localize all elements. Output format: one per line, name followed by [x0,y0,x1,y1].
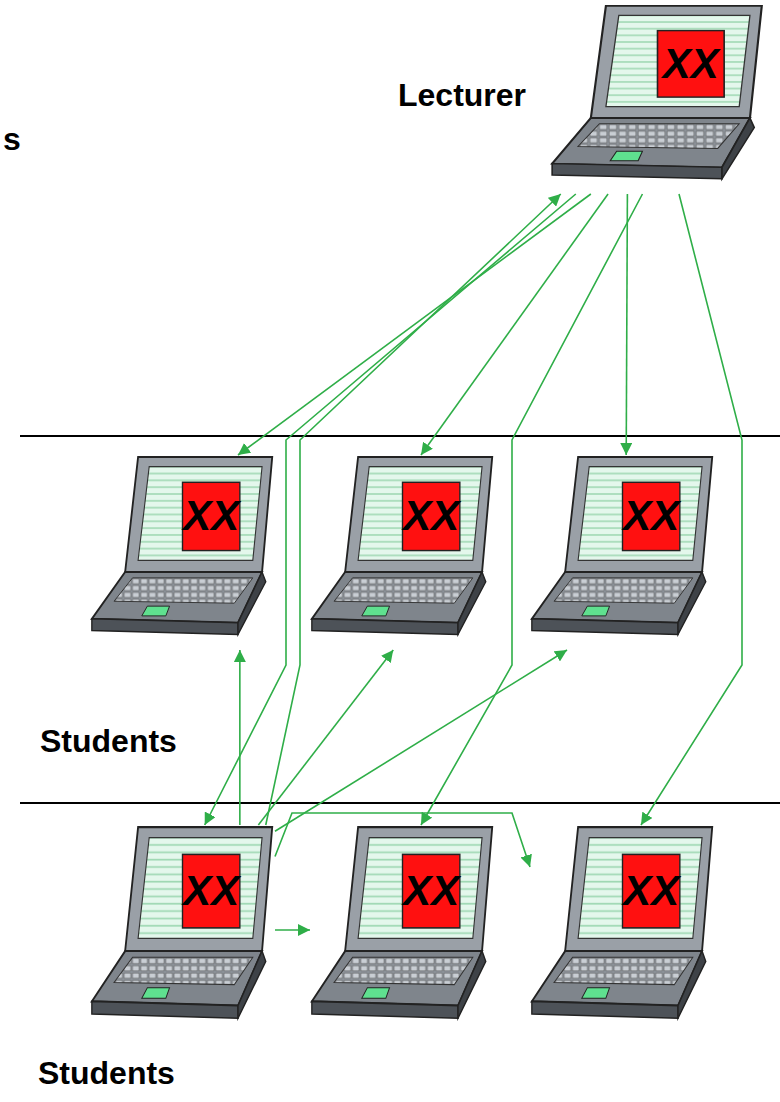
screen-text: XX [403,495,459,537]
screen-text: XX [663,43,719,85]
group-label: Students [40,724,177,759]
laptop-drawing [312,827,492,1018]
screen-text: XX [183,870,239,912]
laptop-drawing [92,827,272,1018]
data-flow-arrow [275,929,310,931]
laptop-illustration [530,825,715,1035]
data-flow-arrow [266,194,561,825]
screen-text: XX [183,495,239,537]
laptop-drawing [312,457,492,634]
laptop-node: XX [550,4,765,194]
laptop-node: XX [90,825,275,1035]
data-flow-arrow [275,650,567,831]
laptop-node: XX [310,825,495,1035]
group-label: Students [38,1056,175,1091]
cut-off-text: s [3,122,21,157]
laptop-node: XX [530,825,715,1035]
screen-text: XX [623,495,679,537]
laptop-illustration [90,825,275,1035]
laptop-illustration [90,455,275,650]
laptop-node: XX [530,455,715,650]
group-label: Lecturer [398,78,526,113]
data-flow-arrow [239,650,241,825]
data-flow-arrow [258,650,393,825]
data-flow-arrow [238,194,591,455]
laptop-illustration [310,455,495,650]
laptop-drawing [552,6,762,179]
row-divider [20,802,780,804]
laptop-illustration [530,455,715,650]
laptop-drawing [532,457,712,634]
screen-text: XX [403,870,459,912]
data-flow-arrow [626,194,627,455]
row-divider [20,435,780,437]
laptop-drawing [92,457,272,634]
laptop-node: XX [310,455,495,650]
laptop-drawing [532,827,712,1018]
laptop-node: XX [90,455,275,650]
data-flow-arrow [421,194,608,455]
laptop-illustration [550,4,765,194]
laptop-illustration [310,825,495,1035]
screen-text: XX [623,870,679,912]
